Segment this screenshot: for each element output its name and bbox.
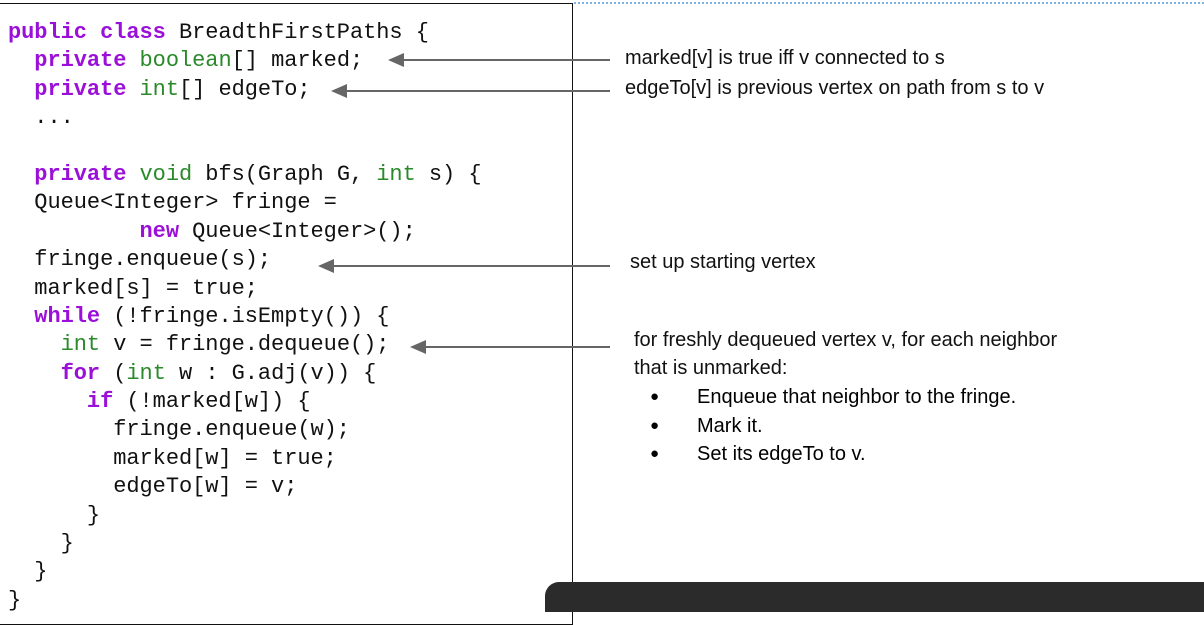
code-line: private void bfs(Graph G, int s) { <box>8 161 482 189</box>
code-line: new Queue<Integer>(); <box>8 218 482 246</box>
code-text: Queue<Integer> fringe = <box>8 190 337 216</box>
code-line: } <box>8 558 482 586</box>
code-text: bfs(Graph G, <box>192 161 377 187</box>
annotation-dequeue-2: that is unmarked: <box>634 357 788 379</box>
code-line: } <box>8 587 482 615</box>
code-line: private boolean[] marked; <box>8 47 482 75</box>
arrow-left-icon <box>318 259 610 273</box>
code-text <box>126 77 139 102</box>
code-text: } <box>8 559 48 585</box>
code-text: s) { <box>415 161 482 187</box>
code-text: marked[w] = true; <box>8 445 337 471</box>
code-line: ... <box>8 104 482 132</box>
code-line <box>8 133 482 161</box>
bullet-item: Mark it. <box>650 412 1016 441</box>
code-text: (!fringe.isEmpty()) { <box>100 303 390 329</box>
code-block: public class BreadthFirstPaths { private… <box>8 19 482 615</box>
code-text: } <box>8 531 74 557</box>
arrow-left-icon <box>410 340 610 354</box>
code-type: boolean <box>139 48 232 74</box>
code-keyword: public class <box>8 20 166 45</box>
code-line: fringe.enqueue(s); <box>8 246 482 274</box>
code-text: v = fringe.dequeue(); <box>100 332 390 358</box>
code-line: } <box>8 502 482 530</box>
code-text: [] edgeTo; <box>179 76 311 102</box>
code-text <box>126 48 139 73</box>
code-text <box>8 332 61 357</box>
code-text: Queue<Integer>(); <box>178 218 416 244</box>
code-keyword: private <box>8 48 127 74</box>
bullet-item: Set its edgeTo to v. <box>650 440 1016 469</box>
code-type: int <box>60 332 101 358</box>
bottom-dark-bar <box>545 582 1204 612</box>
code-text: } <box>8 587 22 613</box>
code-text <box>126 162 139 187</box>
arrow-left-icon <box>331 84 610 98</box>
code-keyword: if <box>8 389 114 415</box>
code-text: (!marked[w]) { <box>113 389 311 415</box>
code-keyword: for <box>8 360 101 386</box>
code-line: fringe.enqueue(w); <box>8 416 482 444</box>
code-text: fringe.enqueue(s); <box>8 247 272 273</box>
code-line: for (int w : G.adj(v)) { <box>8 360 482 388</box>
code-line: if (!marked[w]) { <box>8 388 482 416</box>
code-type: int <box>139 76 180 102</box>
code-line: private int[] edgeTo; <box>8 76 482 104</box>
annotation-marked: marked[v] is true iff v connected to s <box>625 47 945 69</box>
code-keyword: private <box>8 76 127 102</box>
code-type: int <box>126 360 166 386</box>
code-text: fringe.enqueue(w); <box>8 417 350 443</box>
code-panel: public class BreadthFirstPaths { private… <box>0 3 573 625</box>
code-line: while (!fringe.isEmpty()) { <box>8 303 482 331</box>
annotation-bullets: Enqueue that neighbor to the fringe. Mar… <box>650 383 1016 469</box>
code-text: edgeTo[w] = v; <box>8 474 298 500</box>
code-text: ... <box>8 105 74 131</box>
code-keyword: private <box>8 161 127 187</box>
code-line: Queue<Integer> fringe = <box>8 189 482 217</box>
code-type: int <box>376 161 416 187</box>
code-text: } <box>8 502 101 528</box>
code-keyword: while <box>8 303 101 329</box>
code-text: [] marked; <box>231 48 364 74</box>
bullet-item: Enqueue that neighbor to the fringe. <box>650 383 1016 412</box>
top-dotted-border <box>574 2 1204 4</box>
code-text: BreadthFirstPaths { <box>165 20 429 45</box>
code-keyword: new <box>8 218 180 244</box>
code-line: } <box>8 530 482 558</box>
arrow-left-icon <box>388 53 610 67</box>
annotation-edgeto: edgeTo[v] is previous vertex on path fro… <box>625 77 1045 99</box>
code-line: public class BreadthFirstPaths { <box>8 19 482 47</box>
code-text: ( <box>100 360 127 386</box>
code-line: int v = fringe.dequeue(); <box>8 331 482 359</box>
annotation-dequeue-1: for freshly dequeued vertex v, for each … <box>634 329 1058 351</box>
code-text: marked[s] = true; <box>8 275 258 301</box>
code-line: marked[w] = true; <box>8 445 482 473</box>
code-text: w : G.adj(v)) { <box>165 360 377 386</box>
annotation-start: set up starting vertex <box>630 251 816 273</box>
code-line: edgeTo[w] = v; <box>8 473 482 501</box>
code-line: marked[s] = true; <box>8 275 482 303</box>
code-type: void <box>139 161 193 187</box>
